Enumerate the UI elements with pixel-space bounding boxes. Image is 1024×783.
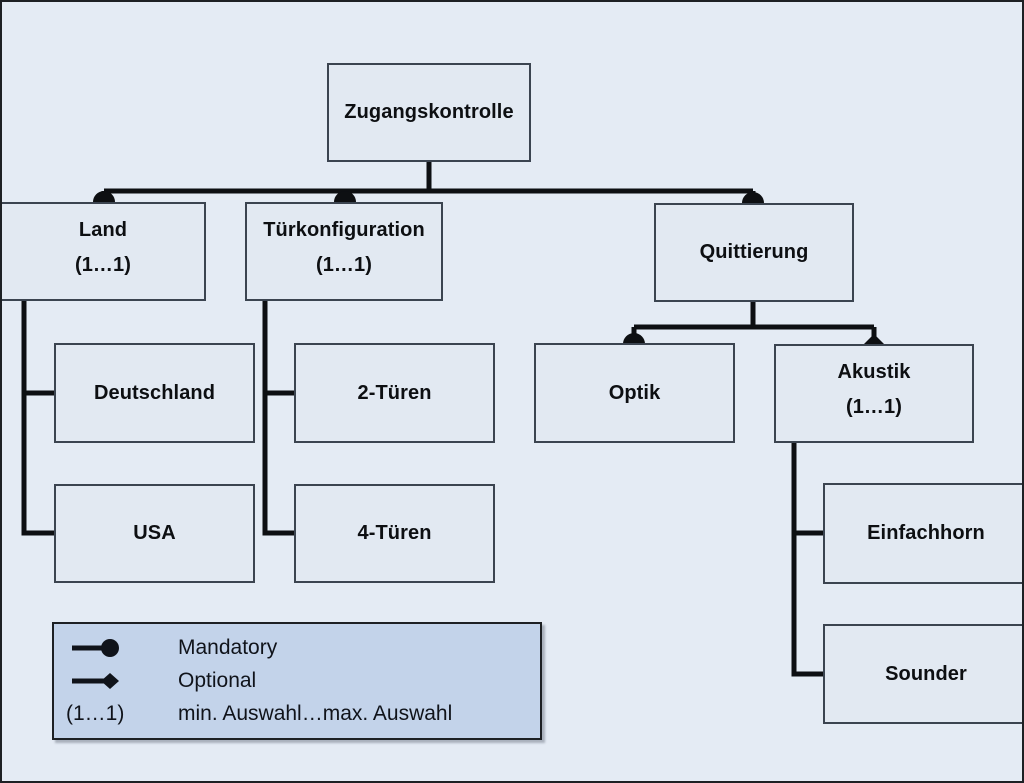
node-zugangskontrolle[interactable]: Zugangskontrolle	[327, 63, 531, 162]
legend-cardinality-sample: (1…1)	[66, 701, 125, 725]
legend-row-optional: Optional	[66, 665, 526, 698]
node-deutschland[interactable]: Deutschland	[54, 343, 255, 443]
legend-key-optional	[66, 670, 178, 692]
legend-row-cardinality: (1…1) min. Auswahl…max. Auswahl	[66, 697, 526, 730]
node-optik[interactable]: Optik	[534, 343, 735, 443]
node-label: Optik	[608, 381, 661, 404]
node-label: Quittierung	[699, 241, 809, 263]
edge-akustik-to-sounder	[791, 442, 823, 677]
node-label: 4-Türen	[357, 522, 432, 544]
legend-label-cardinality: min. Auswahl…max. Auswahl	[178, 701, 453, 725]
legend-key-mandatory	[66, 637, 178, 659]
node-4-tueren[interactable]: 4-Türen	[294, 484, 495, 583]
legend-label-optional: Optional	[178, 669, 257, 692]
node-label: Türkonfiguration	[263, 219, 425, 241]
node-cardinality: (1…1)	[315, 254, 373, 276]
node-cardinality: (1…1)	[74, 254, 132, 276]
node-label: 2-Türen	[357, 381, 432, 404]
node-2-tueren[interactable]: 2-Türen	[294, 343, 495, 443]
legend-row-mandatory: Mandatory	[66, 632, 526, 665]
edge-tuer-to-4tueren	[262, 300, 294, 536]
node-einfachhorn[interactable]: Einfachhorn	[823, 483, 1022, 584]
node-label: Zugangskontrolle	[344, 101, 514, 123]
node-label: Einfachhorn	[867, 522, 985, 544]
node-cardinality: (1…1)	[845, 396, 903, 418]
node-label: Sounder	[885, 662, 967, 685]
node-label: Deutschland	[93, 381, 216, 404]
node-label: USA	[133, 522, 176, 544]
line-filled-diamond-icon	[72, 673, 119, 689]
edge-land-to-usa	[21, 300, 54, 536]
line-filled-circle-icon	[72, 639, 119, 658]
node-land[interactable]: Land (1…1)	[2, 202, 206, 301]
node-akustik[interactable]: Akustik (1…1)	[774, 344, 974, 443]
node-quittierung[interactable]: Quittierung	[654, 203, 854, 302]
node-usa[interactable]: USA	[54, 484, 255, 583]
legend-label-mandatory: Mandatory	[178, 636, 278, 660]
node-tuerkonfiguration[interactable]: Türkonfiguration (1…1)	[245, 202, 443, 301]
node-label: Land	[78, 219, 128, 241]
legend: Mandatory Optional (1…1) min. Auswahl…ma…	[52, 622, 542, 740]
node-label: Akustik	[837, 361, 911, 383]
legend-key-cardinality: (1…1)	[66, 702, 178, 726]
node-sounder[interactable]: Sounder	[823, 624, 1022, 724]
